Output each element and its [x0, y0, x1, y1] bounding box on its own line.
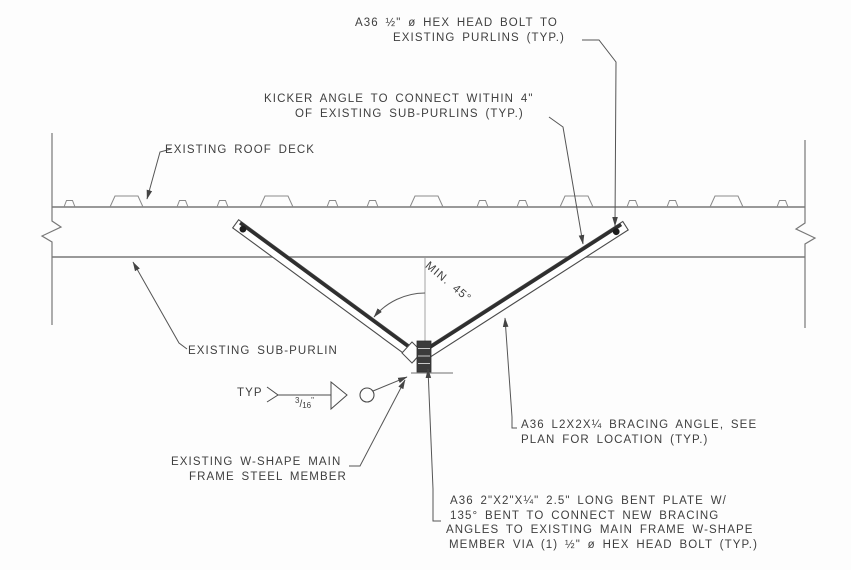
bent-plate-note-line2: 135° BENT TO CONNECT NEW BRACING	[450, 510, 720, 522]
sub-purlin-label: EXISTING SUB-PURLIN	[188, 345, 338, 357]
leader-bent-plate	[425, 368, 441, 522]
bracing-note-line2: PLAN FOR LOCATION (TYP.)	[521, 434, 709, 446]
left-kicker-edge	[239, 221, 418, 354]
leader-weld	[372, 376, 408, 392]
bent-plate-note-line1: A36 2"X2"X¼" 2.5" LONG BENT PLATE W/	[450, 495, 727, 507]
left-break-line	[40, 133, 63, 325]
wshape-note-line2: FRAME STEEL MEMBER	[189, 471, 347, 483]
kicker-note-line1: KICKER ANGLE TO CONNECT WITHIN 4"	[264, 93, 534, 105]
weld-fillet-symbol	[330, 380, 348, 411]
weld-all-around-circle	[359, 387, 375, 403]
left-kicker-bolt	[239, 225, 247, 233]
hex-bolt-note-line1: A36 ½" ø HEX HEAD BOLT TO	[355, 17, 558, 29]
wshape-note-line1: EXISTING W-SHAPE MAIN	[171, 456, 342, 468]
leader-roof-deck	[146, 148, 172, 200]
weld-size-unit: "	[311, 396, 314, 405]
weld-size-numerator: 3	[295, 396, 300, 405]
left-kicker-outline	[231, 218, 421, 362]
roof-deck-label: EXISTING ROOF DECK	[165, 144, 316, 156]
leader-wshape	[349, 379, 406, 467]
angle-arc	[373, 292, 426, 318]
bent-plate-note-line3: ANGLES TO EXISTING MAIN FRAME W-SHAPE	[446, 524, 754, 536]
kicker-note-line2: OF EXISTING SUB-PURLINS (TYP.)	[295, 108, 524, 120]
right-kicker-bolt	[612, 228, 620, 236]
weld-size-denominator: 16	[302, 401, 312, 410]
leader-sub-purlin	[132, 261, 188, 350]
leader-hex-bolt	[582, 39, 618, 227]
left-kicker-angle	[231, 218, 421, 362]
bent-plate-note-line4: MEMBER VIA (1) ½" ø HEX HEAD BOLT (TYP.)	[449, 539, 758, 551]
weld-size-fraction: 3/16"	[295, 396, 314, 410]
weld-fraction-slash: /	[299, 399, 303, 410]
right-break-line	[794, 140, 817, 328]
bracing-note-line1: A36 L2X2X¼ BRACING ANGLE, SEE	[521, 419, 758, 431]
weld-typ-label: TYP	[237, 387, 263, 399]
leader-bracing	[502, 317, 517, 429]
bent-plate-hatch-lines	[418, 348, 430, 364]
leader-kicker	[548, 116, 585, 245]
bent-plate-hatched	[416, 340, 432, 373]
right-kicker-edge	[420, 223, 623, 355]
weld-tail-chevron	[266, 386, 279, 403]
deck-ribs	[63, 195, 789, 208]
hex-bolt-note-line2: EXISTING PURLINS (TYP.)	[393, 32, 565, 44]
